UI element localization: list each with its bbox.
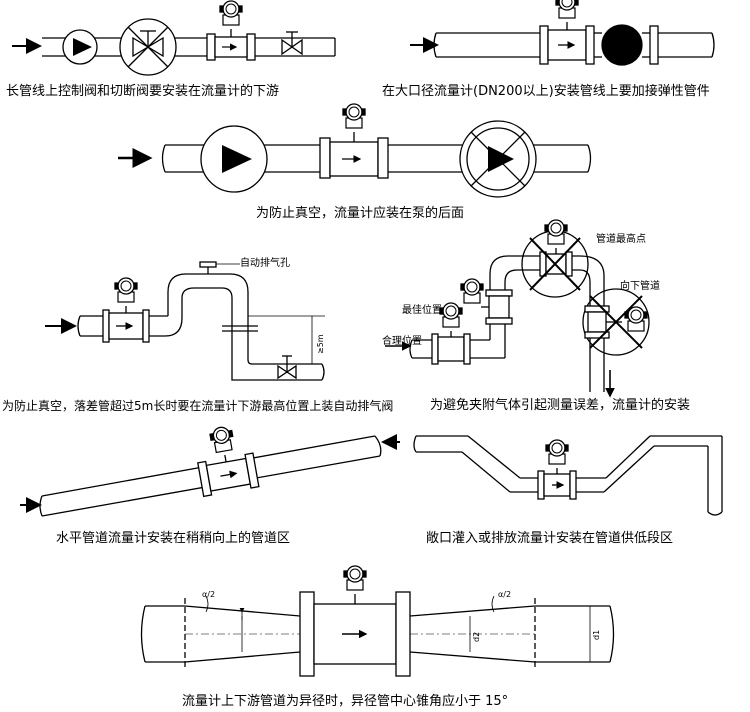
caption-slight-upward: 水平管道流量计安装在稍稍向上的管道区	[56, 531, 291, 546]
caption-after-pump: 为防止真空，流量计应装在泵的后面	[256, 206, 465, 221]
label-down-pipe: 向下管道	[620, 281, 660, 292]
caption-valves-downstream: 长管线上控制阀和切断阀要安装在流量计的下游	[6, 84, 280, 99]
caption-large-diameter: 在大口径流量计(DN200以上)安装管线上要加接弹性管件	[382, 84, 710, 99]
caption-reducer: 流量计上下游管道为异径时，异径管中心锥角应小于 15°	[182, 694, 509, 709]
panel-large-diameter	[410, 0, 715, 66]
caption-avoid-air: 为避免夹附气体引起测量误差，流量计的安装	[430, 398, 691, 413]
caption-open-fill: 敞口灌入或排放流量计安装在管道供低段区	[426, 531, 674, 546]
label-alpha-left: α/2	[202, 590, 216, 599]
label-highest-point: 管道最高点	[596, 234, 646, 245]
label-best-position: 最佳位置	[402, 305, 442, 316]
panel-avoid-air	[385, 219, 650, 398]
panel-open-fill	[381, 434, 723, 516]
panel-drop-pipe	[45, 261, 325, 381]
label-air-vent: 自动排气孔	[240, 258, 290, 269]
label-d2: d2	[472, 631, 481, 642]
label-d1: d1	[592, 629, 601, 640]
label-alpha-right: α/2	[498, 590, 512, 599]
caption-drop-pipe: 为防止真空，落差管超过5m长时要在流量计下游最高位置上装自动排气阀	[2, 399, 394, 413]
label-drop-height: ≥5m	[316, 334, 325, 354]
panel-reducer	[140, 565, 615, 677]
panel-valves-downstream	[12, 0, 336, 76]
flexible-joint-icon	[601, 24, 643, 66]
panel-slight-upward	[20, 424, 382, 517]
panel-after-pump	[118, 103, 592, 198]
label-reasonable-position: 合理位置	[382, 336, 422, 347]
